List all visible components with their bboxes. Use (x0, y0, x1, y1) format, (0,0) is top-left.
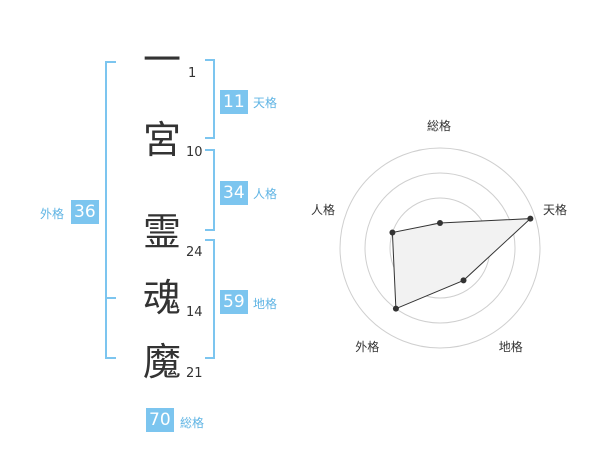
name-char-5: 魔 (142, 340, 181, 384)
name-char-3: 霊 (142, 210, 181, 254)
name-char-4: 魂 (142, 276, 181, 320)
stroke-count-5: 21 (186, 366, 203, 381)
chikaku-label: 地格 (253, 297, 278, 311)
jinkaku-label: 人格 (253, 187, 278, 201)
radar-axis-label: 総格 (427, 119, 452, 133)
soukaku-value: 70 (146, 408, 174, 432)
radar-point (460, 277, 467, 284)
stroke-count-4: 14 (186, 305, 203, 320)
radar-ring (364, 172, 516, 324)
radar-axis-label: 地格 (498, 339, 523, 354)
radar-point (389, 229, 396, 236)
radar-shape (391, 218, 532, 310)
name-char-2: 宮 (142, 118, 181, 162)
stroke-count-3: 24 (186, 245, 203, 260)
tenkaku-label: 天格 (253, 96, 278, 110)
gaikaku-bracket (105, 61, 116, 359)
chikaku-value: 59 (220, 290, 248, 314)
radar-points (389, 215, 534, 312)
jinkaku-bracket (205, 149, 215, 231)
radar-point (437, 220, 443, 226)
soukaku-label: 総格 (180, 416, 205, 430)
radar-axis-label: 人格 (310, 203, 335, 218)
radar-axis-label: 外格 (355, 339, 380, 354)
gaikaku-value: 36 (71, 200, 99, 224)
gaikaku-label: 外格 (40, 207, 65, 221)
name-char-1: 一 (142, 38, 181, 82)
radar-point (527, 215, 534, 222)
radar-point (392, 305, 399, 312)
jinkaku-value: 34 (220, 181, 248, 205)
stroke-count-2: 10 (186, 145, 203, 160)
tenkaku-bracket (205, 59, 215, 139)
radar-ring (339, 147, 541, 349)
stroke-count-1: 1 (188, 66, 197, 81)
tenkaku-value: 11 (220, 90, 248, 114)
chikaku-bracket (205, 239, 215, 359)
radar-axis-label: 天格 (543, 203, 568, 218)
